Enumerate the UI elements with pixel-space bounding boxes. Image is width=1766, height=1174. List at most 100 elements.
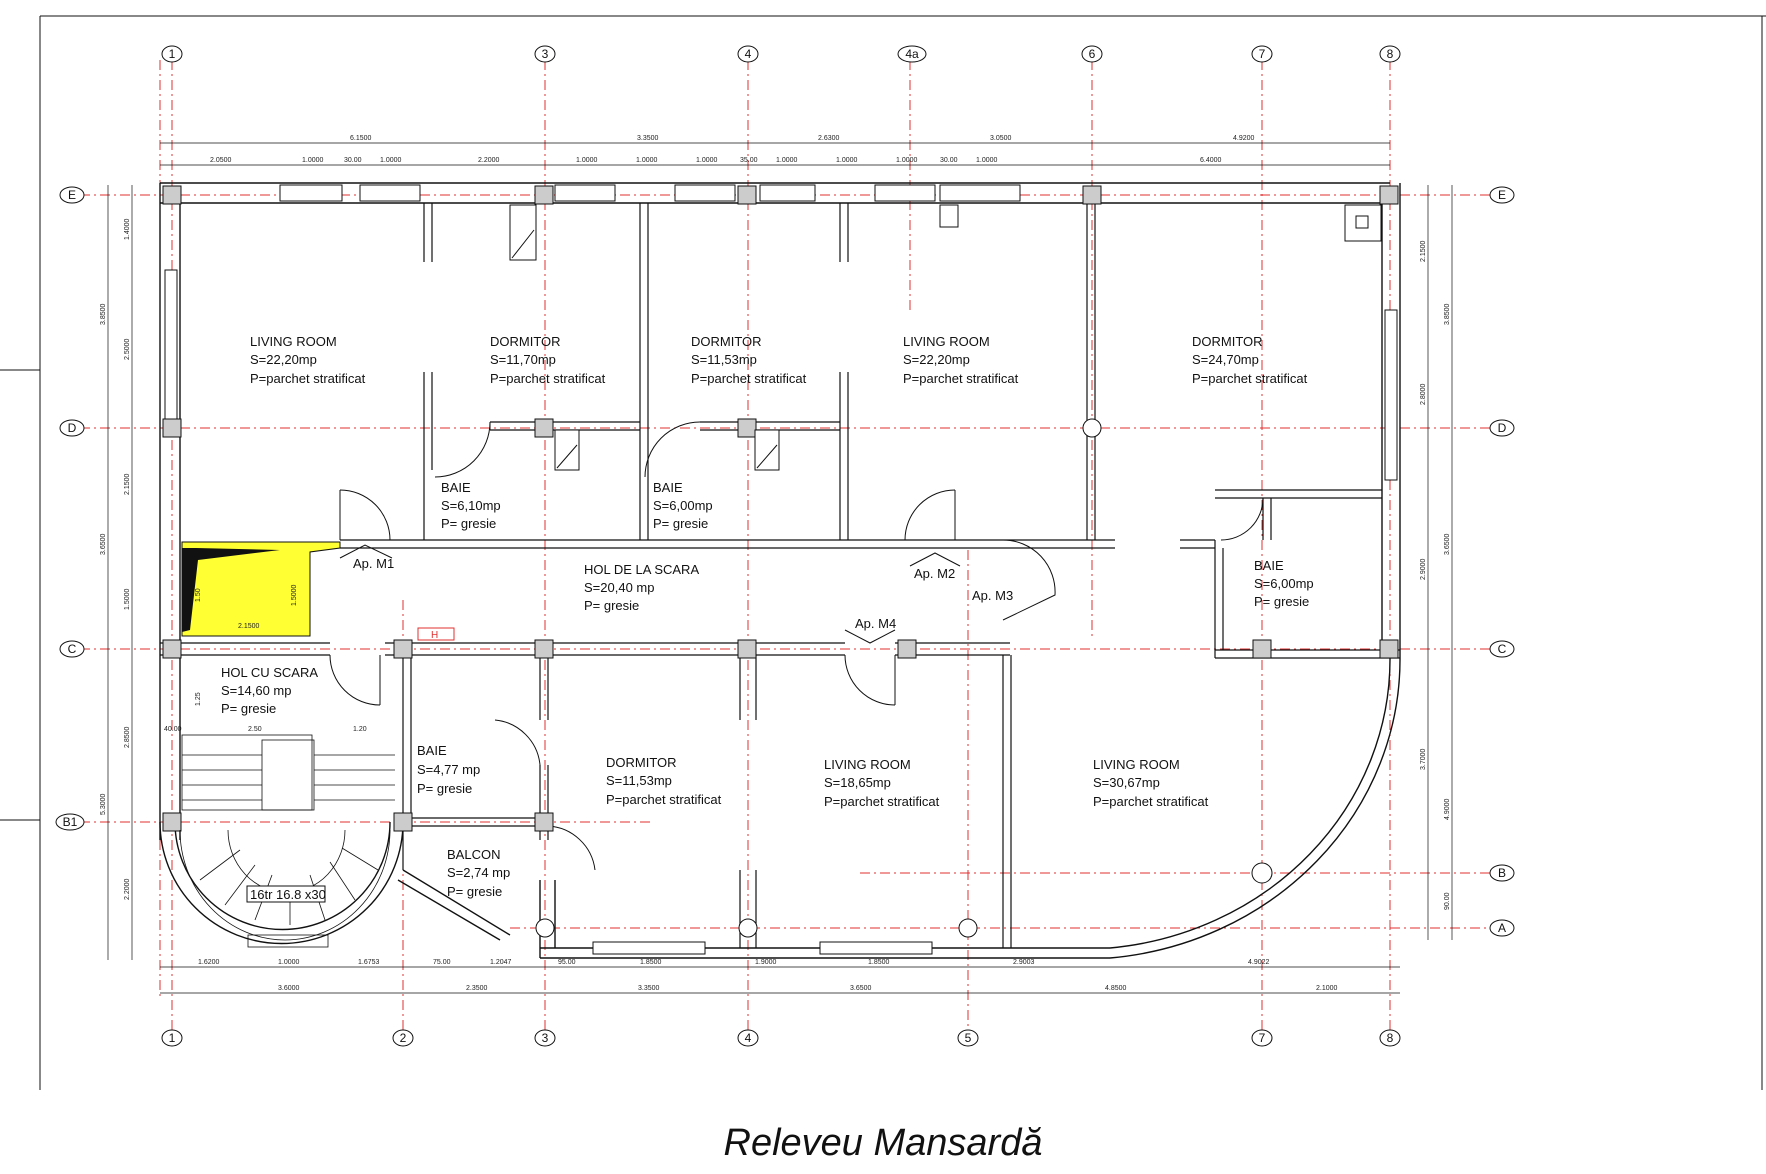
room-name: BAIE <box>1254 558 1284 573</box>
dim-text: 6.4000 <box>1200 157 1222 164</box>
room-hol-cu-scara: HOL CU SCARA S=14,60 mp P= gresie <box>221 665 318 716</box>
dim-text: 2.1500 <box>238 623 260 630</box>
axis-label: B <box>1498 866 1506 880</box>
room-floor: P= gresie <box>441 516 496 531</box>
room-area: S=30,67mp <box>1093 775 1160 790</box>
room-dormitor-2: DORMITOR S=11,53mp P=parchet stratificat <box>691 334 807 386</box>
dim-text: 40.00 <box>164 726 182 733</box>
axis-labels-top: 1 3 4 4a 6 7 8 <box>169 47 1394 61</box>
room-floor: P= gresie <box>447 884 502 899</box>
columns <box>162 185 1399 938</box>
axis-label: C <box>68 642 77 656</box>
room-living-3: LIVING ROOM S=18,65mp P=parchet stratifi… <box>824 757 940 809</box>
dim-text: 2.1000 <box>1316 985 1338 992</box>
dim-text: 2.2000 <box>124 878 131 900</box>
dim-text: 2.9003 <box>1013 959 1035 966</box>
room-name: LIVING ROOM <box>824 757 911 772</box>
dim-text: 1.0000 <box>576 157 598 164</box>
dim-text: 1.50 <box>195 588 202 602</box>
room-floor: P= gresie <box>417 781 472 796</box>
dim-text: 4.9022 <box>1248 959 1270 966</box>
spiral-stair <box>179 734 395 948</box>
dims-bottom-overall: 3.6000 2.3500 3.3500 3.6500 4.8500 2.100… <box>278 985 1338 992</box>
room-dormitor-4: DORMITOR S=11,53mp P=parchet stratificat <box>606 755 722 807</box>
axis-label: A <box>1498 921 1506 935</box>
room-name: BAIE <box>417 743 447 758</box>
room-balcon: BALCON S=2,74 mp P= gresie <box>447 847 510 899</box>
dim-text: 2.1500 <box>124 473 131 495</box>
dimension-lines <box>107 142 1453 994</box>
room-name: LIVING ROOM <box>1093 757 1180 772</box>
dim-text: 1.20 <box>353 726 367 733</box>
apartment-label: Ap. M4 <box>855 616 896 631</box>
room-hol-scara: HOL DE LA SCARA S=20,40 mp P= gresie <box>584 562 699 613</box>
room-area: S=4,77 mp <box>417 762 480 777</box>
dim-text: 30.00 <box>940 157 958 164</box>
dim-text: 1.0000 <box>696 157 718 164</box>
room-floor: P=parchet stratificat <box>691 371 807 386</box>
dim-text: 1.6753 <box>358 959 380 966</box>
apartment-label: Ap. M2 <box>914 566 955 581</box>
axis-label: E <box>68 188 76 202</box>
axis-label: C <box>1498 642 1507 656</box>
room-area: S=22,20mp <box>903 352 970 367</box>
dim-text: 3.6000 <box>278 985 300 992</box>
room-area: S=6,00mp <box>1254 576 1314 591</box>
room-area: S=11,53mp <box>606 773 672 788</box>
room-labels: LIVING ROOM S=22,20mp P=parchet stratifi… <box>221 334 1314 899</box>
stair-dims: 40.00 2.50 1.20 1.25 1.50 2.1500 1.5000 <box>164 584 367 733</box>
dim-text: 75.00 <box>433 959 451 966</box>
axis-bubbles-top <box>161 45 1401 63</box>
room-floor: P= gresie <box>1254 594 1309 609</box>
dim-text: 3.8500 <box>100 303 107 325</box>
dim-text: 2.6300 <box>818 135 840 142</box>
room-living-1: LIVING ROOM S=22,20mp P=parchet stratifi… <box>250 334 366 386</box>
room-floor: P=parchet stratificat <box>490 371 606 386</box>
dim-text: 1.0000 <box>302 157 324 164</box>
room-name: HOL CU SCARA <box>221 665 318 680</box>
dim-text: 1.2047 <box>490 959 512 966</box>
axis-label: 5 <box>965 1031 972 1045</box>
dim-text: 1.0000 <box>776 157 798 164</box>
dim-text: 1.0000 <box>636 157 658 164</box>
axis-label: 4 <box>745 1031 752 1045</box>
room-name: DORMITOR <box>1192 334 1263 349</box>
room-area: S=2,74 mp <box>447 865 510 880</box>
dim-text: 30.00 <box>344 157 362 164</box>
dim-text: 1.6200 <box>198 959 220 966</box>
room-floor: P=parchet stratificat <box>1192 371 1308 386</box>
dim-text: 2.5000 <box>124 338 131 360</box>
dim-text: 2.50 <box>248 726 262 733</box>
dim-text: 1.8500 <box>640 959 662 966</box>
apartment-label: Ap. M3 <box>972 588 1013 603</box>
axis-label: 4 <box>745 47 752 61</box>
axis-label: E <box>1498 188 1506 202</box>
room-name: DORMITOR <box>691 334 762 349</box>
dims-left: 1.4000 2.5000 2.1500 1.5000 2.8500 2.200… <box>100 218 131 900</box>
dim-text: 1.0000 <box>976 157 998 164</box>
axis-label: D <box>1498 421 1507 435</box>
dim-text: 3.6500 <box>850 985 872 992</box>
axis-label: 7 <box>1259 47 1266 61</box>
drawing-title: Releveu Mansardă <box>723 1122 1043 1164</box>
room-baie-3: BAIE S=6,00mp P= gresie <box>1254 558 1314 609</box>
dim-text: 1.0000 <box>836 157 858 164</box>
room-floor: P=parchet stratificat <box>824 794 940 809</box>
axis-label: 1 <box>169 47 176 61</box>
dim-text: 6.1500 <box>350 135 372 142</box>
axis-label: 3 <box>542 47 549 61</box>
dim-text: 2.9000 <box>1420 558 1427 580</box>
room-area: S=11,53mp <box>691 352 757 367</box>
stair-label-box <box>246 885 326 903</box>
dim-text: 1.25 <box>195 692 202 706</box>
dims-bottom-detail: 1.6200 1.0000 1.6753 75.00 1.2047 95.00 … <box>198 959 1270 966</box>
room-name: HOL DE LA SCARA <box>584 562 699 577</box>
dim-text: 4.9200 <box>1233 135 1255 142</box>
dim-text: 3.3500 <box>637 135 659 142</box>
apartment-label: Ap. M1 <box>353 556 394 571</box>
exterior-walls <box>159 182 1401 959</box>
dim-text: 3.6500 <box>1444 533 1451 555</box>
shafts <box>509 204 1382 471</box>
interior-walls <box>160 203 1400 948</box>
